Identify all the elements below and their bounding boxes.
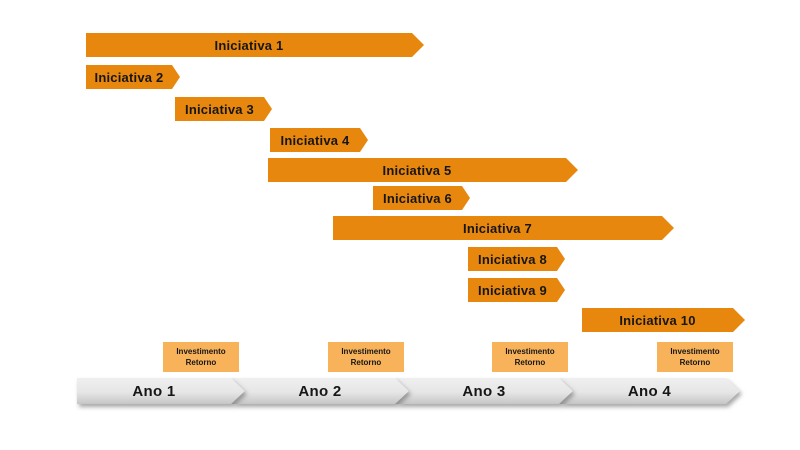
initiative-bar-4-label: Iniciativa 4 <box>280 132 350 148</box>
initiative-bar-3: Iniciativa 3 <box>175 97 272 121</box>
initiative-bar-9: Iniciativa 9 <box>468 278 565 302</box>
initiative-bar-10-label: Iniciativa 10 <box>619 312 696 328</box>
initiative-bar-5-label: Iniciativa 5 <box>382 162 452 178</box>
investment-label: Investimento <box>341 347 391 356</box>
initiative-bar-2-label: Iniciativa 2 <box>94 69 164 85</box>
initiative-bar-8-label: Iniciativa 8 <box>478 251 547 267</box>
initiative-bar-2: Iniciativa 2 <box>86 65 180 89</box>
year-segment-3: Ano 3 <box>395 378 573 404</box>
initiative-bar-8: Iniciativa 8 <box>468 247 565 271</box>
initiative-bar-6-label: Iniciativa 6 <box>383 190 452 206</box>
year-1-label: Ano 1 <box>132 382 176 400</box>
investment-label: Investimento <box>176 347 226 356</box>
initiative-bar-3-label: Iniciativa 3 <box>185 101 254 117</box>
investment-label: Investimento <box>505 347 555 356</box>
year-segment-1: Ano 1 <box>77 378 245 404</box>
year-segment-4: Ano 4 <box>559 378 740 404</box>
return-label: Retorno <box>514 358 546 367</box>
investment-marker-3: Investimento Retorno <box>492 342 568 372</box>
initiative-bar-9-label: Iniciativa 9 <box>478 282 547 298</box>
initiative-bar-7-label: Iniciativa 7 <box>463 220 532 236</box>
initiative-bar-6: Iniciativa 6 <box>373 186 470 210</box>
initiative-bar-1: Iniciativa 1 <box>86 33 424 57</box>
initiative-bar-7: Iniciativa 7 <box>333 216 674 240</box>
initiative-bar-1-label: Iniciativa 1 <box>214 37 284 53</box>
return-label: Retorno <box>185 358 217 367</box>
investment-marker-4: Investimento Retorno <box>657 342 733 372</box>
return-label: Retorno <box>350 358 382 367</box>
initiative-bar-5: Iniciativa 5 <box>268 158 578 182</box>
investment-label: Investimento <box>670 347 720 356</box>
investment-marker-1: Investimento Retorno <box>163 342 239 372</box>
year-segment-2: Ano 2 <box>231 378 409 404</box>
investment-marker-2: Investimento Retorno <box>328 342 404 372</box>
initiative-bar-4: Iniciativa 4 <box>270 128 368 152</box>
return-label: Retorno <box>679 358 711 367</box>
year-2-label: Ano 2 <box>298 382 342 400</box>
year-3-label: Ano 3 <box>462 382 506 400</box>
year-4-label: Ano 4 <box>627 382 672 400</box>
initiative-bar-10: Iniciativa 10 <box>582 308 745 332</box>
